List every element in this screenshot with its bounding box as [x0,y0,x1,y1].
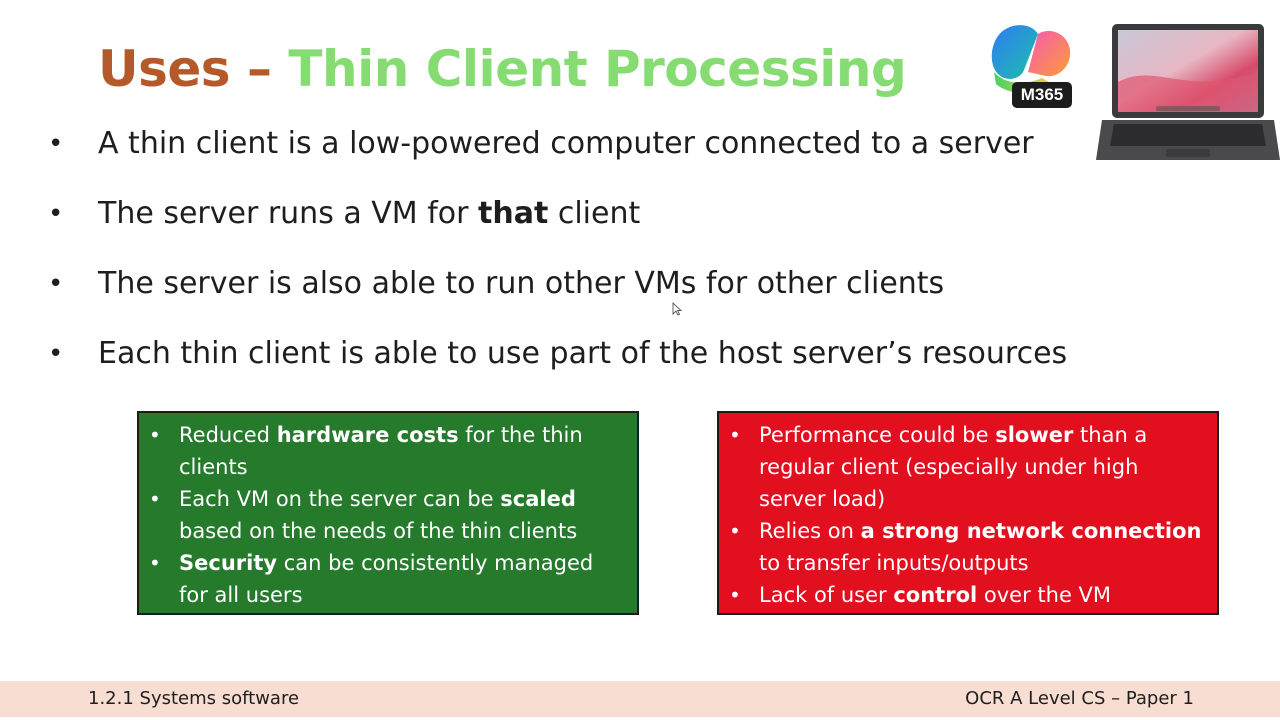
laptop-icon [1096,22,1280,164]
bullet-text: The server runs a VM for that client [98,196,641,231]
main-bullet: • A thin client is a low-powered compute… [48,120,1148,190]
main-bullet: • The server is also able to run other V… [48,260,1148,330]
advantages-box: •Reduced hardware costs for the thin cli… [137,411,639,615]
slide-title: Uses – Thin Client Processing [98,40,907,98]
footer-topic: 1.2.1 Systems software [88,688,300,709]
bullet-dot: • [729,583,741,607]
slide-footer: 1.2.1 Systems software OCR A Level CS – … [0,681,1280,717]
m365-badge: M365 [1012,82,1072,108]
disadvantage-item: •Performance could be slower than a regu… [727,419,1205,515]
bullet-dot: • [48,269,64,299]
bullet-dot: • [149,551,161,575]
microsoft-365-copilot-icon: M365 [984,22,1076,110]
title-part-topic: Thin Client Processing [288,40,907,98]
disadvantage-item: •Relies on a strong network connection t… [727,515,1205,579]
bullet-dot: • [149,487,161,511]
bullet-dot: • [149,423,161,447]
advantage-item: •Reduced hardware costs for the thin cli… [147,419,625,483]
bullet-dot: • [48,339,64,369]
bullet-dot: • [48,199,64,229]
disadvantages-box: •Performance could be slower than a regu… [717,411,1219,615]
title-part-uses: Uses [98,40,231,98]
bullet-text: A thin client is a low-powered computer … [98,126,1034,161]
main-bullet: • The server runs a VM for that client [48,190,1148,260]
bullet-dot: • [48,129,64,159]
advantage-item: •Security can be consistently managed fo… [147,547,625,611]
advantage-item: •Each VM on the server can be scaled bas… [147,483,625,547]
mouse-cursor-icon [672,302,682,316]
bullet-text: Each thin client is able to use part of … [98,336,1068,371]
title-dash: – [230,40,289,98]
bullet-text: The server is also able to run other VMs… [98,266,945,301]
main-bullet: • Each thin client is able to use part o… [48,330,1148,400]
main-bullet-list: • A thin client is a low-powered compute… [48,120,1148,400]
bullet-dot: • [729,519,741,543]
bullet-dot: • [729,423,741,447]
footer-course: OCR A Level CS – Paper 1 [965,688,1194,709]
disadvantage-item: •Lack of user control over the VM [727,579,1205,611]
